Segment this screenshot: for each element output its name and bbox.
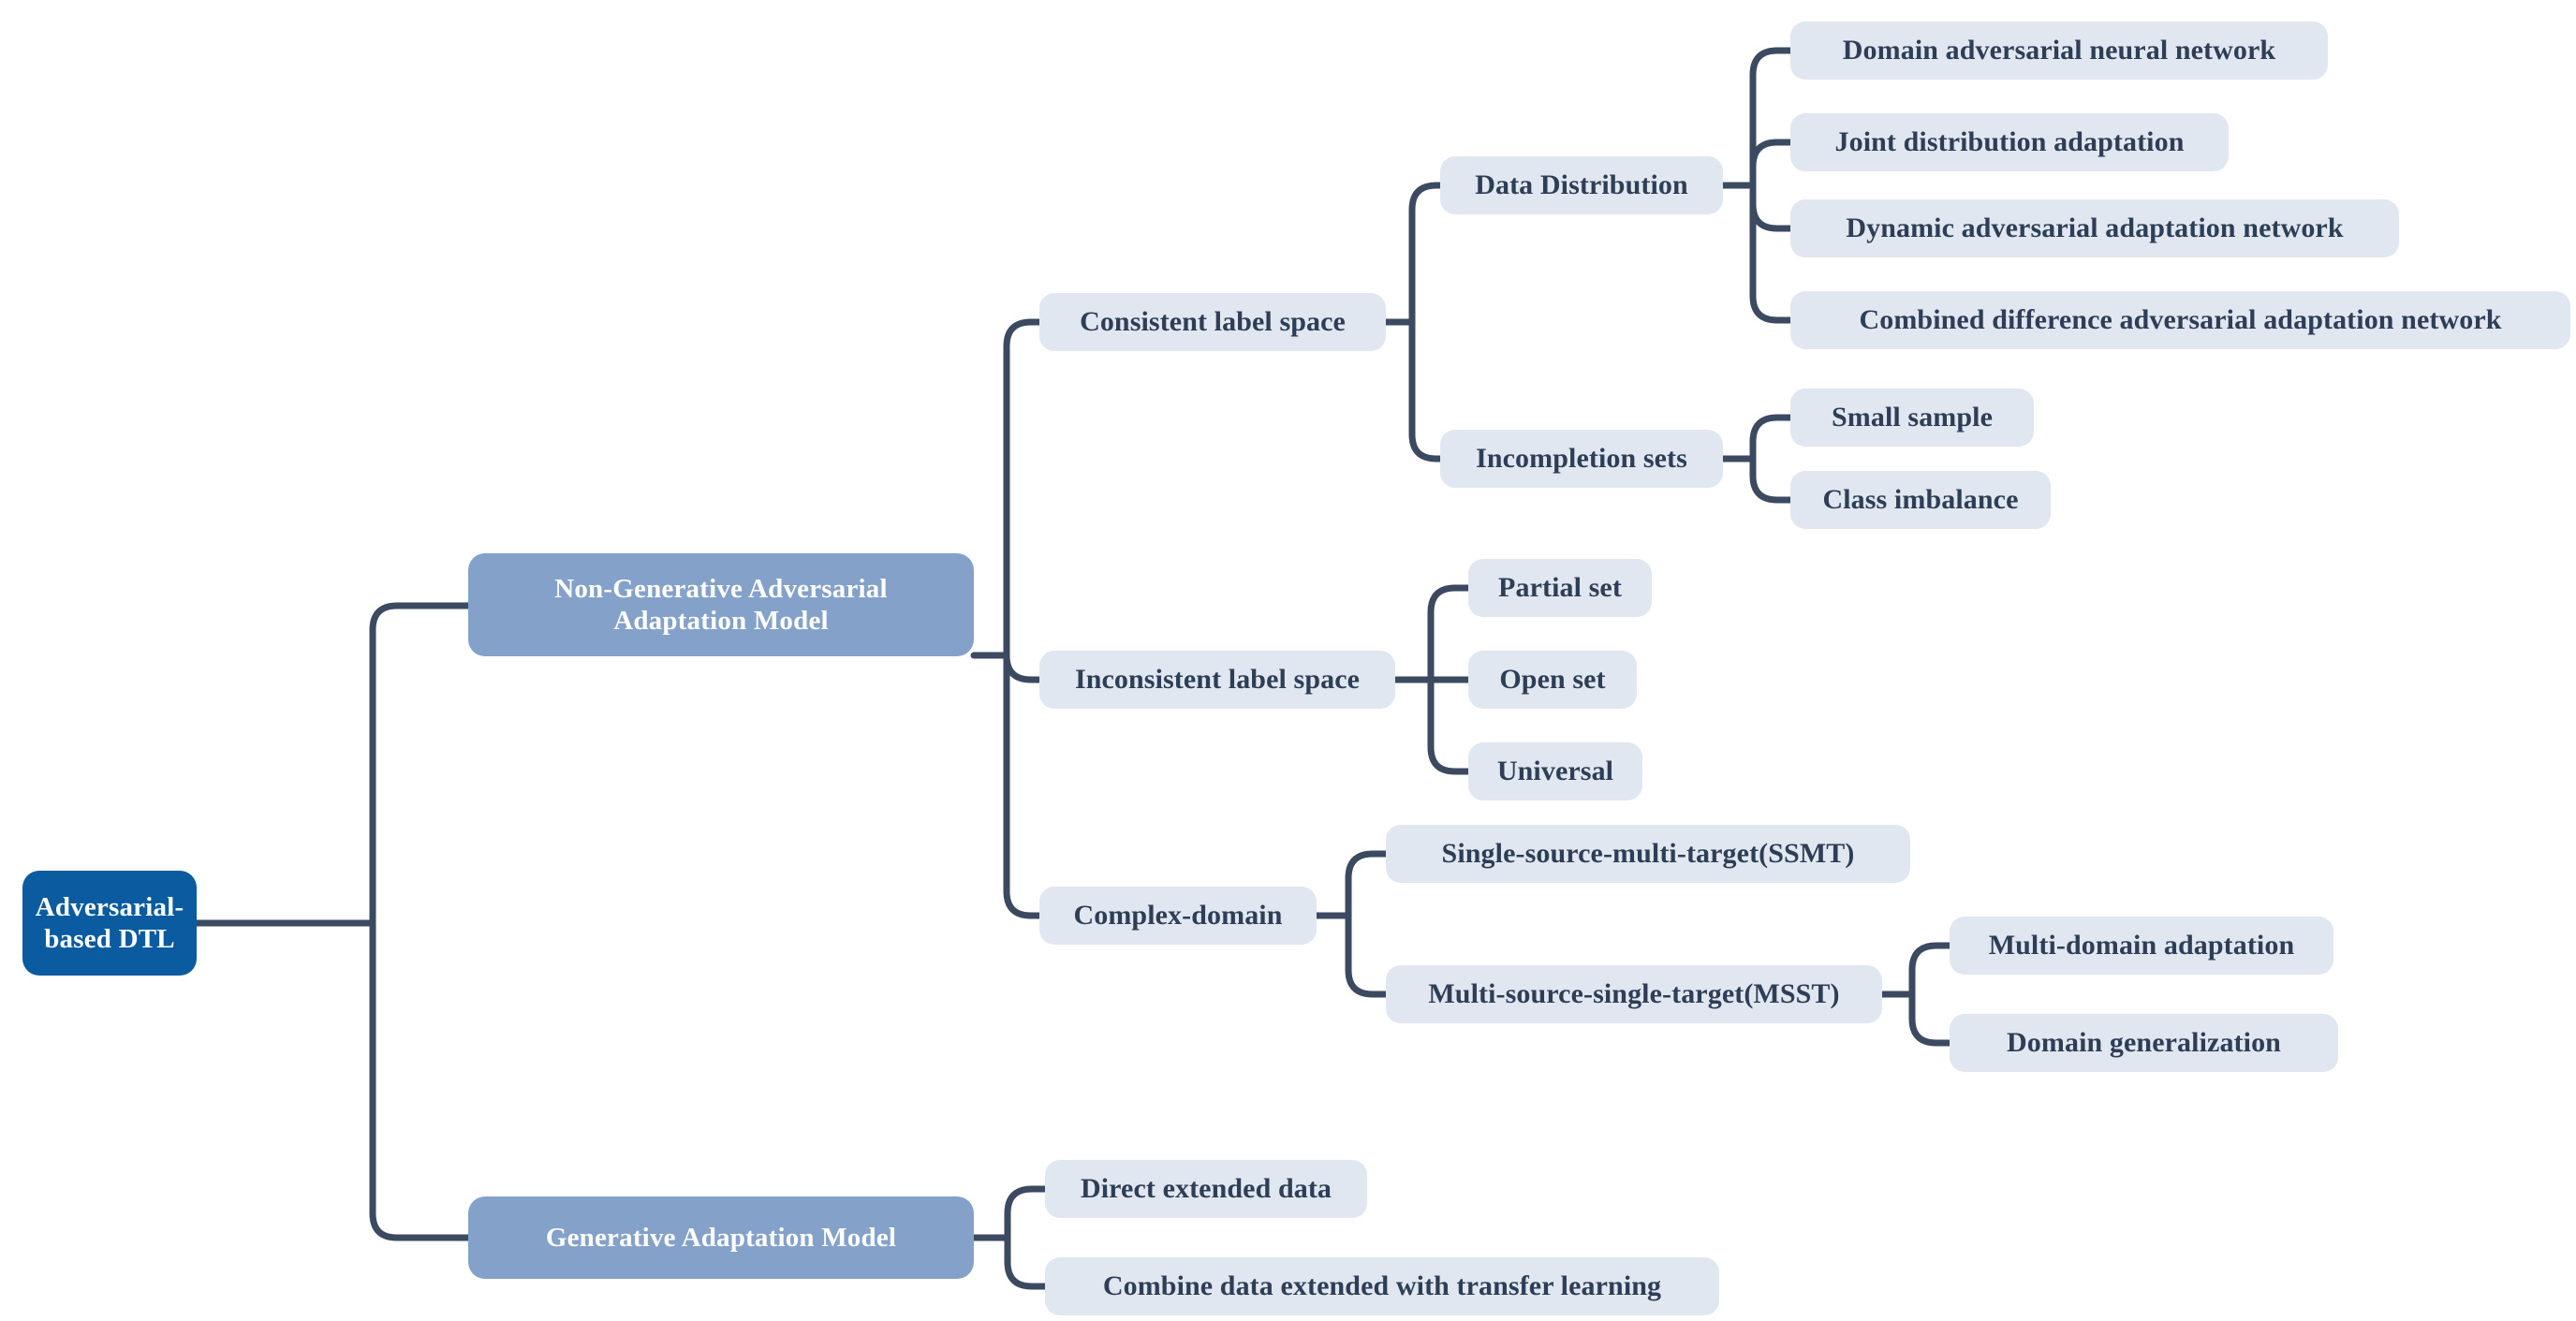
link-bus7-domaingen bbox=[1908, 991, 1953, 1047]
link-bus2-datadist bbox=[1408, 182, 1444, 326]
node-consistent-label-space[interactable]: Consistent label space bbox=[1039, 293, 1386, 351]
link-bus5-partial bbox=[1427, 584, 1472, 683]
link-bus3-dann bbox=[1749, 47, 1794, 189]
link-bus6-msst bbox=[1345, 912, 1390, 998]
link-bus3-cdaan bbox=[1749, 182, 1794, 324]
link-bus5-universal bbox=[1427, 676, 1472, 775]
link-bus3-daan bbox=[1749, 182, 1794, 232]
node-partial-set[interactable]: Partial set bbox=[1468, 559, 1652, 617]
node-inconsistent-label-space[interactable]: Inconsistent label space bbox=[1039, 651, 1395, 709]
node-domain-adversarial-neural-network[interactable]: Domain adversarial neural network bbox=[1790, 22, 2328, 80]
node-open-set[interactable]: Open set bbox=[1468, 651, 1637, 709]
node-direct-extended-data[interactable]: Direct extended data bbox=[1045, 1160, 1367, 1218]
node-combined-difference-adversarial-adaptation-network[interactable]: Combined difference adversarial adaptati… bbox=[1790, 291, 2570, 349]
node-combine-data-extended-with-transfer-learning[interactable]: Combine data extended with transfer lear… bbox=[1045, 1257, 1719, 1315]
link-bus6-ssmt bbox=[1345, 850, 1390, 919]
link-bus7-multidomain bbox=[1908, 942, 1953, 998]
link-bus-complex bbox=[1003, 652, 1043, 919]
node-complex-domain[interactable]: Complex-domain bbox=[1039, 887, 1317, 945]
link-bus4-classimbalance bbox=[1749, 455, 1794, 504]
link-bus-inconsistent bbox=[1003, 652, 1043, 683]
link-trunk-lower bbox=[369, 919, 472, 1241]
link-bus2-incompletion bbox=[1408, 318, 1444, 462]
node-root[interactable]: Adversarial- based DTL bbox=[22, 871, 197, 976]
node-domain-generalization[interactable]: Domain generalization bbox=[1950, 1014, 2338, 1072]
link-bus3-jda bbox=[1749, 139, 1794, 189]
link-bus-consistent bbox=[1003, 318, 1043, 659]
node-single-source-multi-target[interactable]: Single-source-multi-target(SSMT) bbox=[1386, 825, 1910, 883]
node-class-imbalance[interactable]: Class imbalance bbox=[1790, 471, 2051, 529]
node-small-sample[interactable]: Small sample bbox=[1790, 389, 2034, 447]
node-data-distribution[interactable]: Data Distribution bbox=[1440, 156, 1723, 214]
node-multi-domain-adaptation[interactable]: Multi-domain adaptation bbox=[1950, 917, 2333, 975]
node-joint-distribution-adaptation[interactable]: Joint distribution adaptation bbox=[1790, 113, 2229, 171]
link-bus8-combine bbox=[1004, 1234, 1049, 1290]
node-generative-adaptation-model[interactable]: Generative Adaptation Model bbox=[468, 1196, 974, 1279]
link-bus8-direct bbox=[1004, 1185, 1049, 1241]
link-trunk bbox=[369, 602, 472, 927]
node-non-generative-adversarial-adaptation-model[interactable]: Non-Generative Adversarial Adaptation Mo… bbox=[468, 553, 974, 656]
link-bus4-smallsample bbox=[1749, 414, 1794, 462]
node-incompletion-sets[interactable]: Incompletion sets bbox=[1440, 430, 1723, 488]
node-multi-source-single-target[interactable]: Multi-source-single-target(MSST) bbox=[1386, 965, 1882, 1023]
node-dynamic-adversarial-adaptation-network[interactable]: Dynamic adversarial adaptation network bbox=[1790, 199, 2399, 257]
node-universal[interactable]: Universal bbox=[1468, 742, 1642, 800]
